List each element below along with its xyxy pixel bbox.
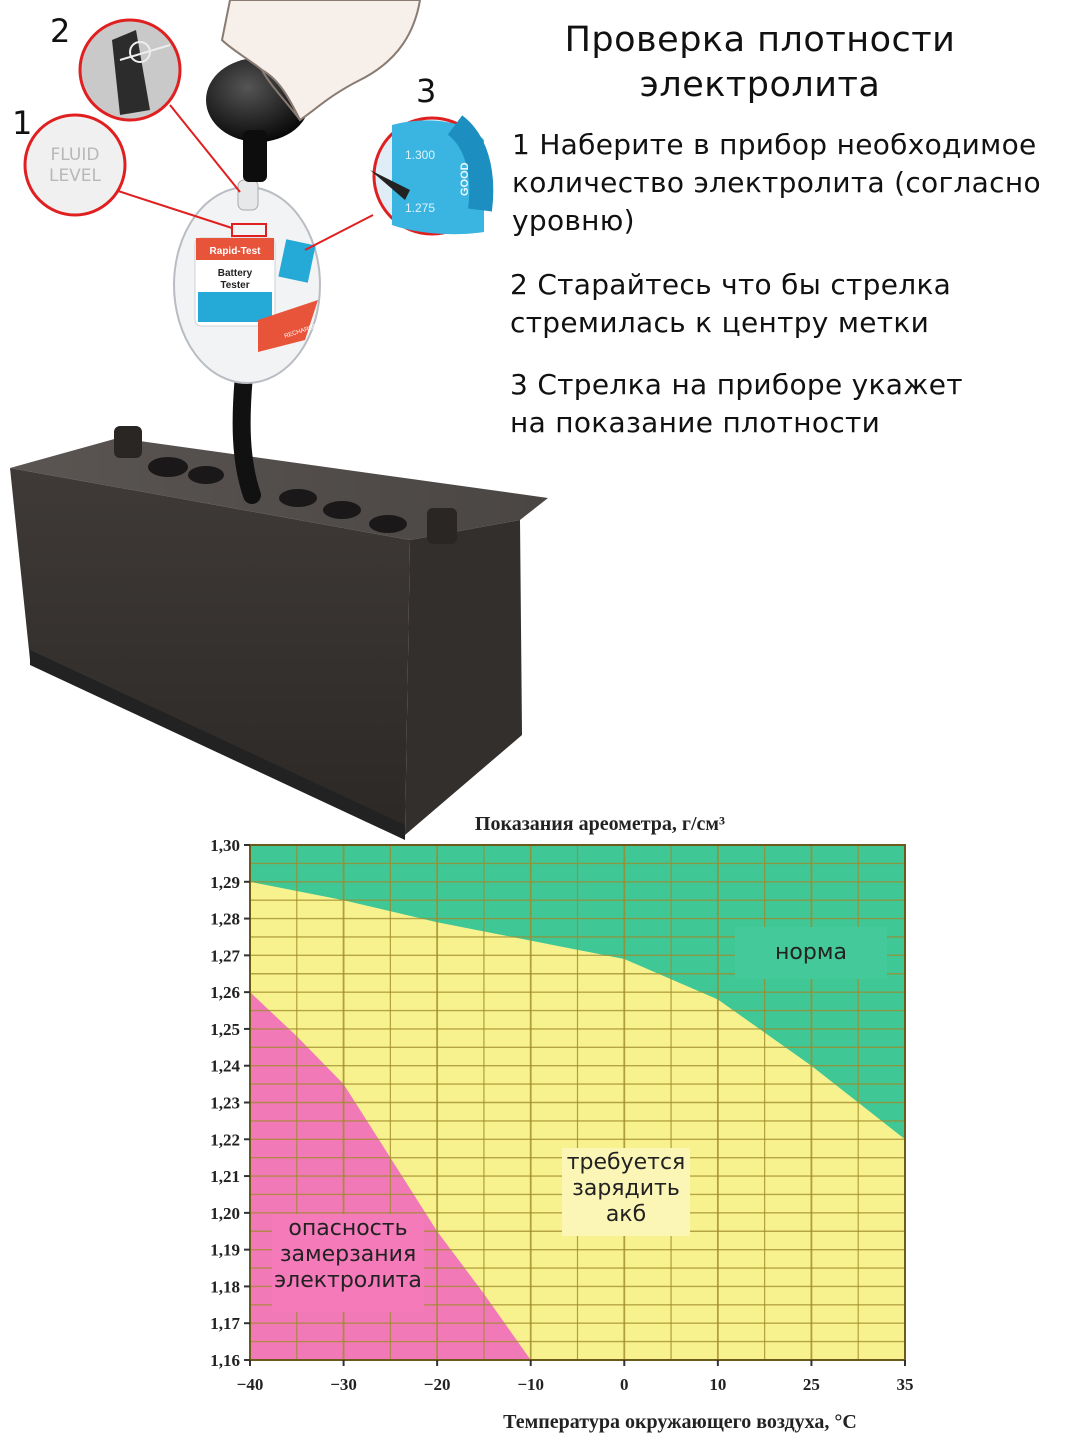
y-tick-label: 1,24: [210, 1057, 240, 1076]
instruction-step-2: 2 Старайтесь что бы стрелка стремилась к…: [510, 266, 1080, 342]
y-tick-label: 1,18: [210, 1277, 240, 1296]
y-tick-label: 1,26: [210, 983, 240, 1002]
step-3-line-1: 3 Стрелка на приборе укажет: [510, 368, 963, 401]
y-tick-label: 1,30: [210, 836, 240, 855]
y-tick-label: 1,20: [210, 1204, 240, 1223]
page-title-line-1: Проверка плотности: [564, 20, 956, 60]
callout-number-1: 1: [12, 104, 33, 142]
y-tick-label: 1,22: [210, 1130, 240, 1149]
x-tick-label: 25: [803, 1375, 820, 1394]
callout-number-3: 3: [416, 72, 437, 110]
y-tick-label: 1,25: [210, 1020, 240, 1039]
zone-freeze-line-1: опасность: [288, 1216, 408, 1241]
zoom-circle-scale: 1.300 1.275 GOOD: [304, 115, 494, 251]
y-tick-label: 1,27: [210, 946, 240, 965]
page-title: Проверка плотности электролита: [520, 18, 1000, 108]
y-tick-label: 1,29: [210, 873, 240, 892]
step-2-line-2: стремилась к центру метки: [510, 306, 930, 339]
battery-terminal-positive: [427, 508, 457, 544]
scale-good-label: GOOD: [459, 162, 471, 196]
x-tick-label: 0: [620, 1375, 629, 1394]
y-tick-label: 1,28: [210, 910, 240, 929]
hydrometer-tester: Rapid-Test Battery Tester RECHARGE: [173, 179, 321, 384]
chart-x-ticks: −40 −30 −20 −10 0 10 25 35: [237, 1360, 914, 1394]
callout-number-2: 2: [50, 12, 71, 50]
x-tick-label: −40: [237, 1375, 264, 1394]
x-tick-label: 10: [709, 1375, 726, 1394]
zone-label-charge: требуется зарядить акб: [562, 1148, 690, 1236]
scale-value-upper: 1.300: [405, 148, 435, 162]
battery-tester-illustration: Rapid-Test Battery Tester RECHARGE FLUID…: [10, 0, 548, 840]
fluid-level-text-2: LEVEL: [49, 166, 102, 186]
instruction-step-3: 3 Стрелка на приборе укажет на показание…: [510, 366, 1080, 442]
step-3-line-2: на показание плотности: [510, 406, 881, 439]
y-tick-label: 1,16: [210, 1351, 240, 1370]
y-tick-label: 1,17: [210, 1314, 240, 1333]
scale-value-lower: 1.275: [405, 201, 435, 215]
page-title-line-2: электролита: [639, 65, 881, 105]
step-1-line-3: уровню): [512, 204, 635, 237]
tester-label-battery: Battery: [218, 268, 253, 279]
car-battery: [10, 426, 548, 840]
zone-charge-line-3: акб: [605, 1202, 647, 1227]
hand-illustration: [220, 0, 422, 122]
zone-label-norm: норма: [735, 927, 887, 979]
tester-brand-label: Rapid-Test: [210, 246, 262, 257]
fluid-level-text-1: FLUID: [51, 145, 100, 165]
zoom-circle-float: [78, 18, 241, 193]
zone-charge-line-2: зарядить: [572, 1176, 680, 1201]
x-tick-label: −30: [330, 1375, 357, 1394]
zone-freeze-line-3: электролита: [274, 1268, 422, 1293]
x-tick-label: −10: [517, 1375, 544, 1394]
chart-x-axis-title: Температура окружающего воздуха, °C: [503, 1411, 857, 1433]
y-tick-label: 1,19: [210, 1241, 240, 1260]
x-tick-label: 35: [897, 1375, 914, 1394]
battery-terminal-negative: [114, 426, 142, 458]
zone-label-freeze: опасность замерзания электролита: [272, 1214, 424, 1312]
zoom-circle-fluid-level: FLUID LEVEL: [23, 113, 233, 229]
zone-freeze-line-2: замерзания: [279, 1242, 417, 1267]
y-tick-label: 1,23: [210, 1094, 240, 1113]
y-tick-label: 1,21: [210, 1167, 240, 1186]
step-1-line-2: количество электролита (согласно: [512, 166, 1041, 199]
step-2-line-1: 2 Старайтесь что бы стрелка: [510, 268, 952, 301]
chart-y-ticks: 1,30 1,29 1,28 1,27 1,26 1,25 1,24 1,23 1,22 1,21…: [210, 836, 250, 1370]
zone-charge-line-1: требуется: [566, 1150, 686, 1175]
step-1-line-1: 1 Наберите в прибор необходимое: [512, 128, 1037, 161]
tester-label-tester: Tester: [220, 280, 249, 291]
chart-title: Показания ареометра, г/см³: [475, 813, 725, 835]
instruction-step-1: 1 Наберите в прибор необходимое количест…: [512, 126, 1080, 240]
density-temperature-chart: 1,30 1,29 1,28 1,27 1,26 1,25 1,24 1,23 1,22 1,21…: [210, 813, 914, 1433]
x-tick-label: −20: [424, 1375, 451, 1394]
